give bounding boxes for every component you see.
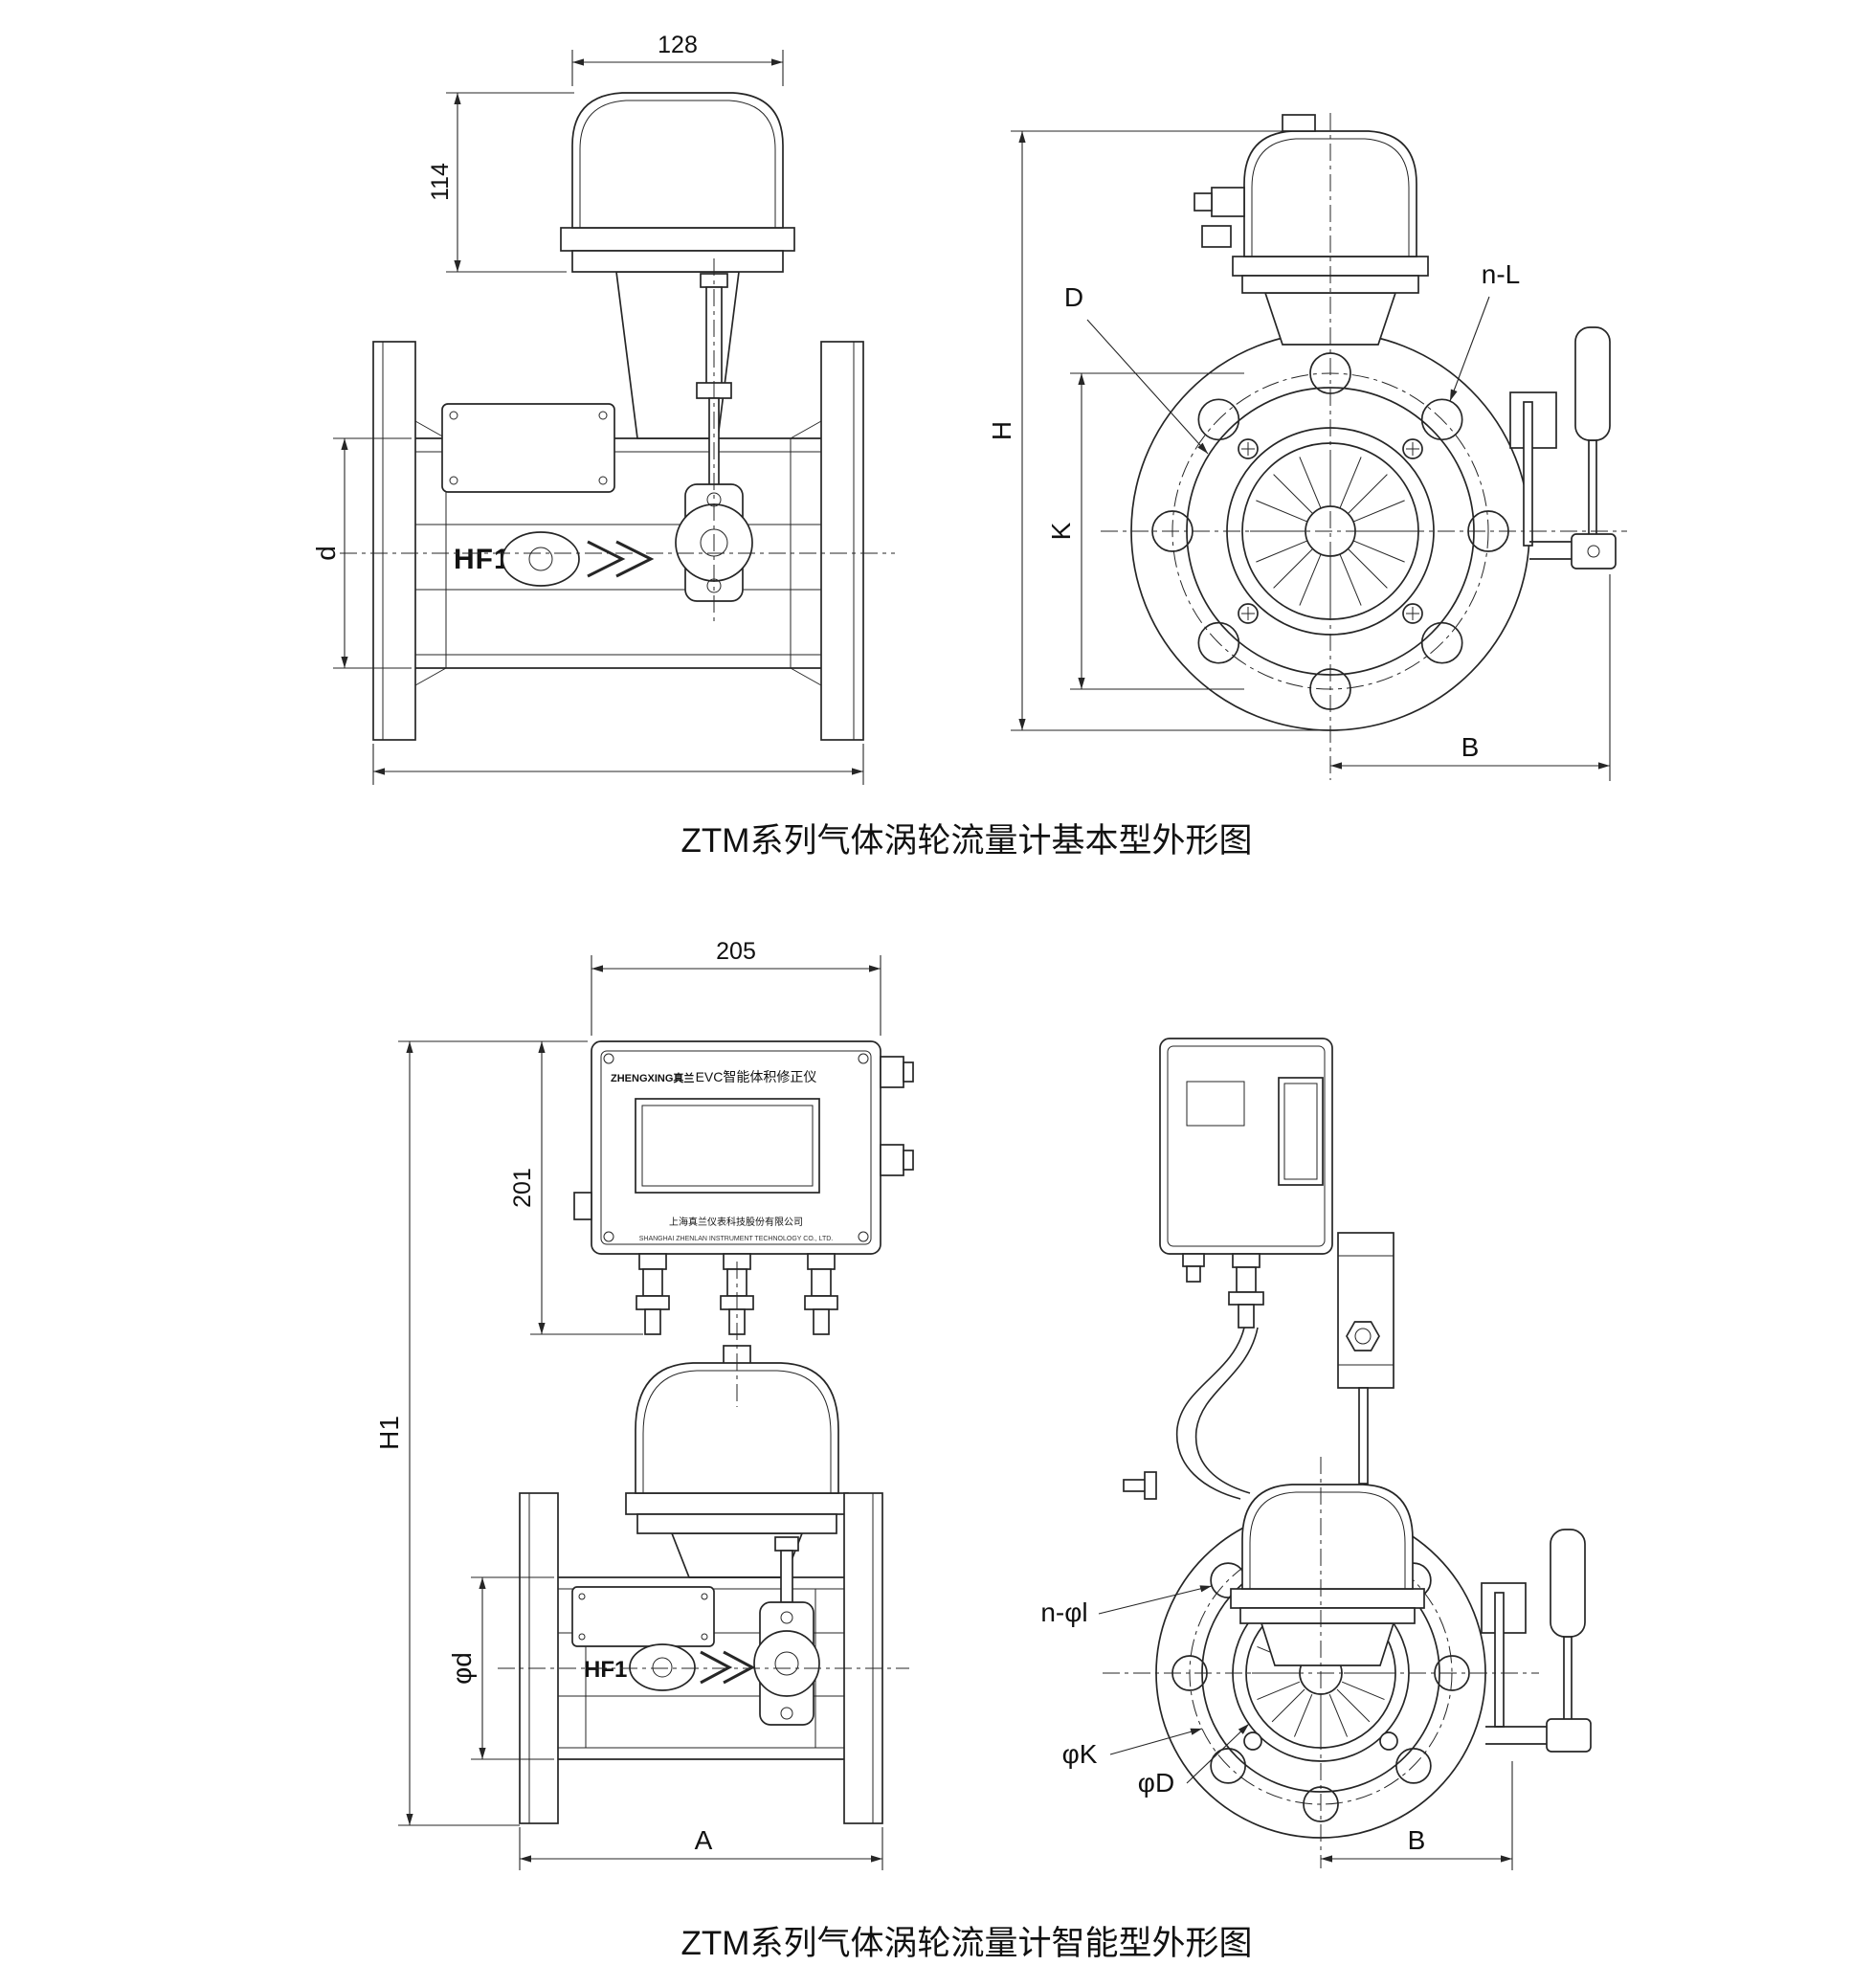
counter-head-front (1194, 114, 1429, 346)
evc-title-text: EVC智能体积修正仪 (696, 1069, 817, 1084)
cable-gland (1211, 187, 1245, 217)
dim-H1-label: H1 (374, 1416, 404, 1450)
dim-overall-height: H (987, 130, 1325, 731)
dim-nL-label: n-L (1482, 259, 1520, 289)
cable-gland (880, 1144, 904, 1176)
model-marking: HF1 (454, 531, 655, 587)
cover-screws (1238, 438, 1423, 624)
conduit-fittings (636, 1253, 838, 1366)
conduit-fittings (1182, 1253, 1264, 1329)
model-marking: HF1 (584, 1643, 756, 1691)
dim-B: B (1321, 1761, 1513, 1870)
right-flange (843, 1492, 883, 1824)
dim-201-label: 201 (509, 1168, 536, 1208)
dim-B-label: B (1408, 1825, 1426, 1855)
grease-fitting (1123, 1471, 1157, 1500)
counter-head-front (1230, 1484, 1425, 1666)
right-flange (820, 341, 864, 741)
dim-nphil-label: n-φl (1040, 1597, 1087, 1627)
dim-bore-label: d (311, 546, 341, 561)
dim-A-label: A (695, 1825, 713, 1855)
nameplate (571, 1586, 715, 1647)
left-flange (519, 1492, 559, 1824)
evc-box-side (1159, 1038, 1333, 1255)
signal-cables (1175, 1327, 1259, 1500)
flow-arrow-icon (615, 540, 655, 578)
evc-corrector-box: ZHENGXING真兰 EVC智能体积修正仪 上海真兰仪表科技股份有限公司 SH… (573, 1040, 914, 1255)
evc-footer-cn: 上海真兰仪表科技股份有限公司 (669, 1216, 803, 1228)
flow-arrow-icon (700, 1650, 733, 1685)
dim-bolt-circle: K (1046, 372, 1244, 690)
dim-B: B (1330, 574, 1611, 781)
dim-K-label: K (1046, 522, 1076, 540)
dim-D-label: D (1064, 282, 1083, 312)
evc-footer-en: SHANGHAI ZHENLAN INSTRUMENT TECHNOLOGY C… (639, 1236, 834, 1242)
dim-head-height: 114 (427, 92, 574, 273)
flow-arrow-icon (587, 540, 626, 578)
dim-bore: φd (447, 1576, 554, 1760)
dim-length-A: A (519, 1825, 883, 1870)
smart-front-view: n-φl φK φD B (1040, 1038, 1592, 1870)
lubricator-handle (1481, 1529, 1592, 1753)
sensor-stem (753, 1536, 820, 1726)
dim-bore: d (311, 437, 412, 669)
dim-bolt-holes-leader: n-φl (1040, 1585, 1213, 1627)
meter-body (519, 1492, 883, 1824)
counter-head (560, 92, 795, 439)
dim-overall-height: H1 (374, 1040, 588, 1826)
basic-front-view: H K D n-L B (987, 113, 1627, 781)
head-top-fitting (1282, 114, 1316, 132)
dim-diameter-leader: φD (1138, 1723, 1250, 1798)
dim-bolt-circle-leader: φK (1062, 1728, 1203, 1769)
left-flange (372, 341, 416, 741)
dim-diameter-leader: D (1064, 282, 1209, 455)
dim-phiD-label: φD (1138, 1768, 1174, 1798)
dim-205-label: 205 (716, 938, 756, 965)
lubricator-handle (1509, 326, 1617, 570)
pickup-boss (502, 531, 580, 587)
hf1-label: HF1 (584, 1657, 627, 1683)
dim-overall-length (372, 744, 864, 785)
flow-arrow-icon (723, 1650, 756, 1685)
dim-bolt-holes-leader: n-L (1449, 259, 1520, 402)
mounting-bracket (1337, 1232, 1394, 1485)
dim-phid-label: φd (447, 1652, 477, 1685)
mount-tab (573, 1192, 592, 1220)
basic-figure-caption: ZTM系列气体涡轮流量计基本型外形图 (681, 822, 1253, 860)
dim-evc-width: 205 (591, 938, 881, 1036)
evc-brand-text: ZHENGXING真兰 (611, 1071, 694, 1084)
hex-nut (1346, 1321, 1380, 1351)
basic-side-view: HF1 128 114 d (311, 32, 895, 785)
dim-phiK-label: φK (1062, 1739, 1098, 1769)
smart-side-view: ZHENGXING真兰 EVC智能体积修正仪 上海真兰仪表科技股份有限公司 SH… (374, 938, 914, 1870)
nameplate (441, 403, 615, 493)
pickup-boss (629, 1643, 696, 1691)
dim-H-label: H (987, 421, 1016, 440)
dim-head-width-label: 128 (658, 32, 698, 58)
dim-B-label: B (1461, 732, 1480, 762)
dim-head-width: 128 (571, 32, 784, 86)
hf1-label: HF1 (454, 544, 511, 575)
dim-head-height-label: 114 (427, 163, 454, 201)
evc-display (635, 1098, 820, 1194)
cable-gland (880, 1056, 904, 1088)
smart-figure-caption: ZTM系列气体涡轮流量计智能型外形图 (681, 1925, 1253, 1962)
